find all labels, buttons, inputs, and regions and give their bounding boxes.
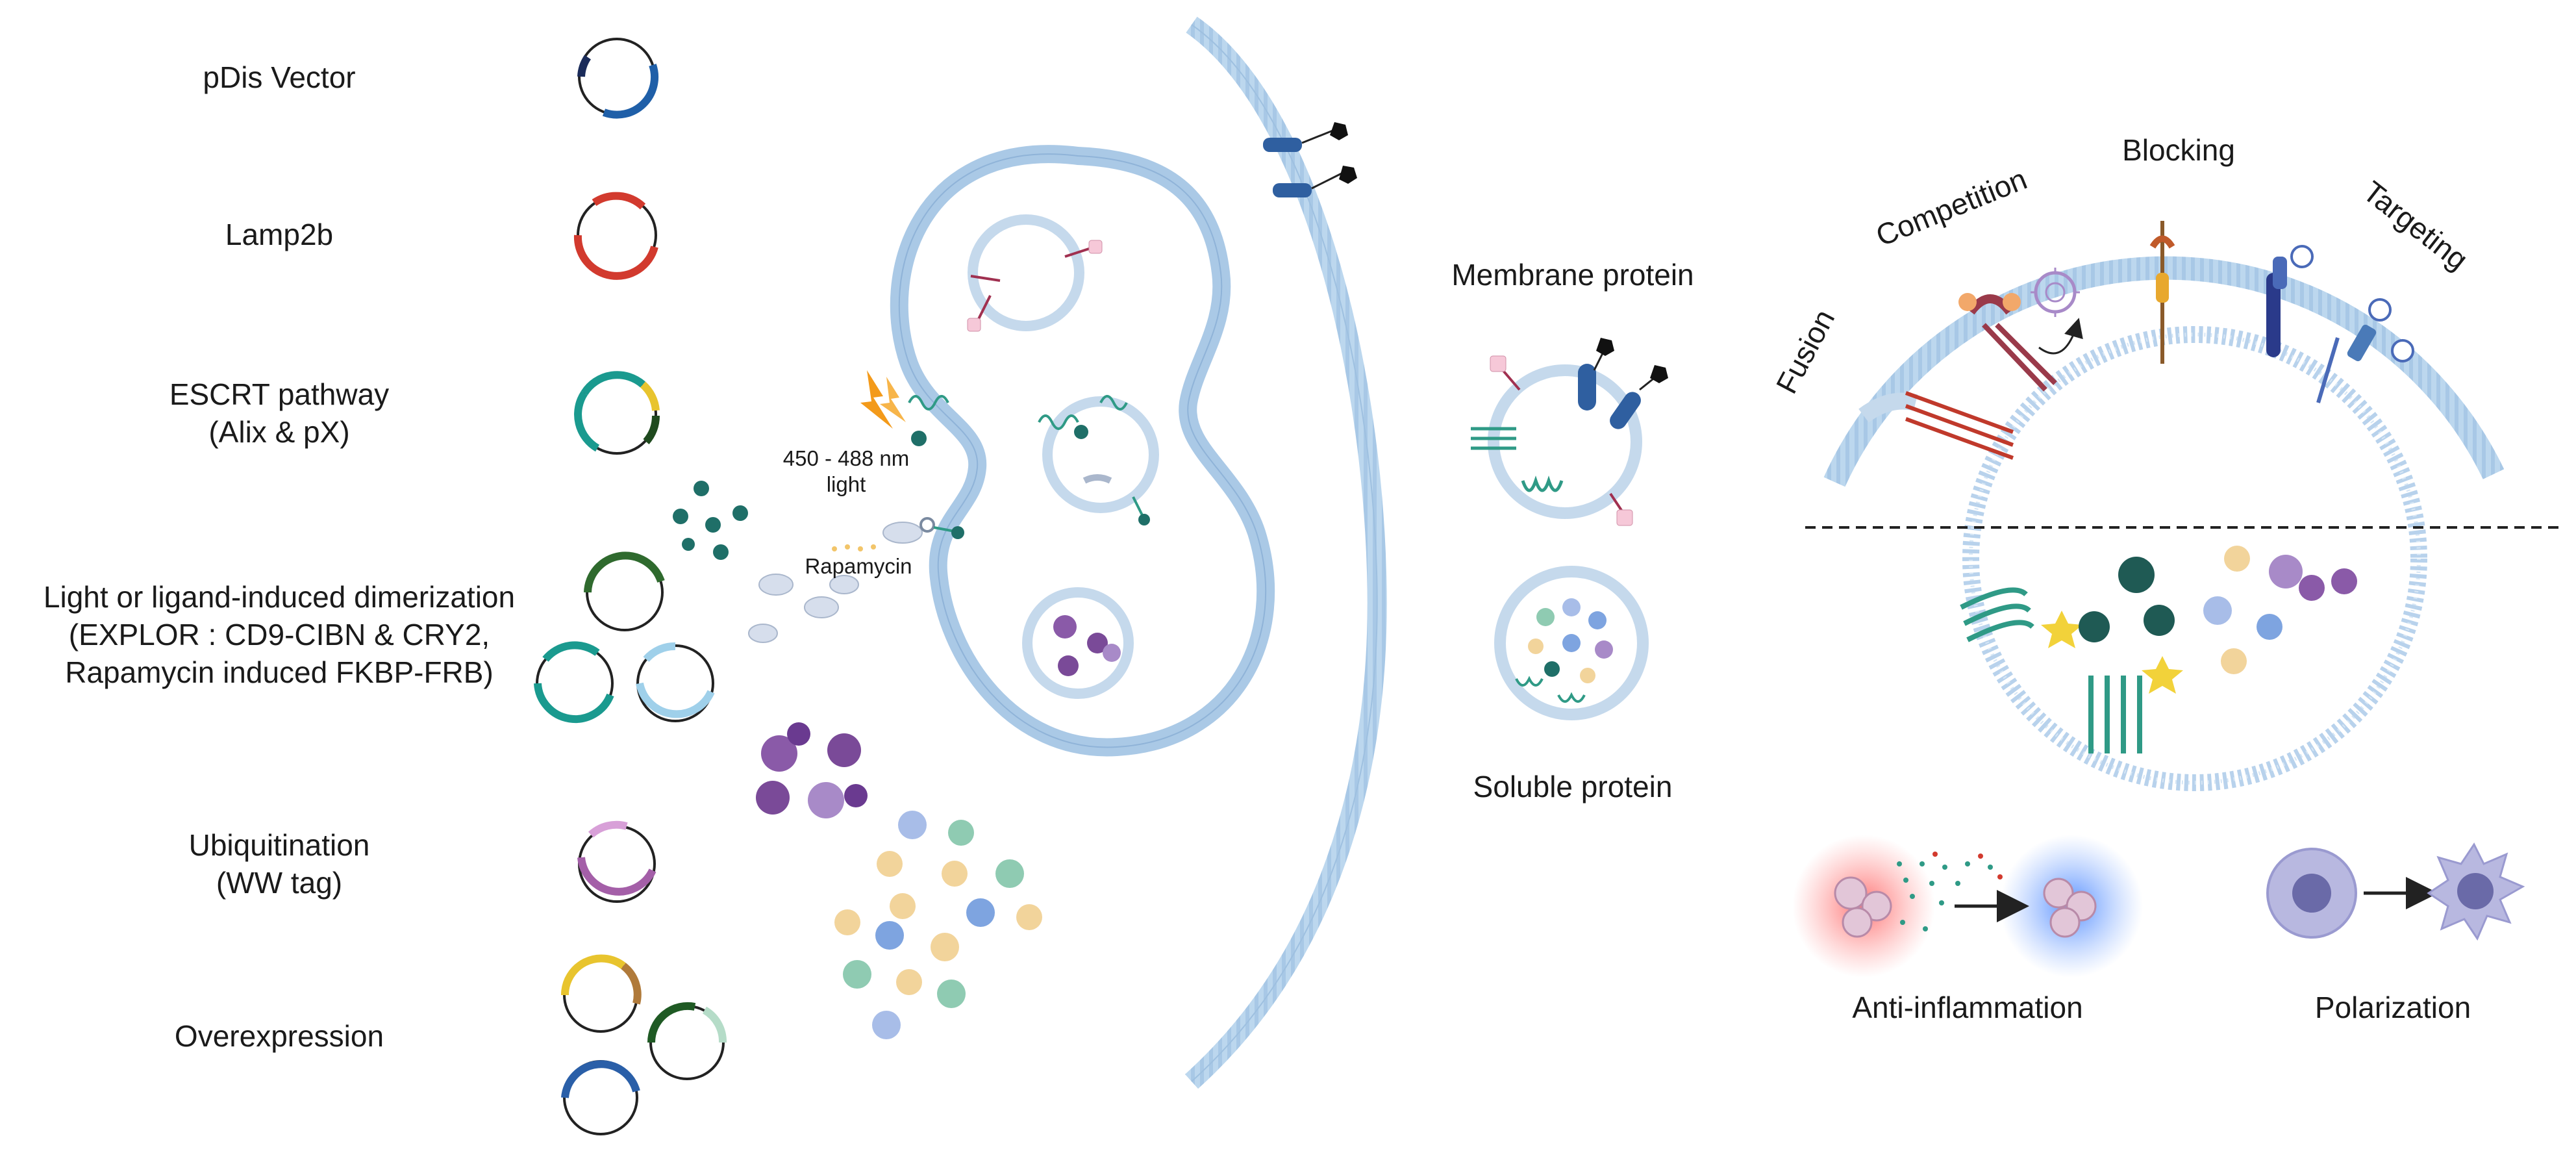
plasmid-overexp-2	[647, 1002, 727, 1080]
label-ubiquitination-1: Ubiquitination	[188, 828, 370, 862]
label-dimerization-2: (EXPLOR : CD9-CIBN & CRY2,	[68, 618, 490, 651]
plasmid-pdis	[577, 38, 659, 119]
label-overexpression: Overexpression	[174, 1019, 384, 1053]
label-lamp2b: Lamp2b	[225, 218, 334, 251]
label-pdis-vector: pDis Vector	[203, 60, 356, 94]
ilv-ubiquitin	[1022, 587, 1134, 699]
targeting-receptors	[2266, 245, 2414, 403]
ev-membrane-cargo	[1960, 587, 2142, 753]
label-escrt-2: (Alix & pX)	[208, 415, 350, 449]
multivesicular-body	[890, 145, 1275, 757]
plasmid-escrt	[574, 371, 660, 455]
free-purple-proteins	[756, 722, 868, 818]
engineered-ev	[1962, 326, 2427, 791]
label-dimerization-1: Light or ligand-induced dimerization	[43, 580, 516, 614]
label-ubiquitination-2: (WW tag)	[216, 866, 343, 900]
free-mixed-proteins	[834, 811, 1042, 1039]
label-anti-inflammation: Anti-inflammation	[1852, 991, 2083, 1024]
ev-star-ligands	[2041, 611, 2183, 694]
plasmid-overexp-1	[560, 954, 642, 1033]
ilv-lamp2b	[967, 214, 1103, 332]
label-light-wavelength: 450 - 488 nm	[782, 446, 910, 470]
light-bolt-icon	[860, 370, 906, 429]
blocking-receptor	[2149, 221, 2175, 364]
plasmid-dimer-right	[636, 642, 715, 722]
plasmid-overexp-3	[561, 1060, 640, 1135]
anti-inflammation-graphic	[1792, 835, 2143, 978]
ilv-dimerization	[1038, 395, 1159, 525]
plasmid-ubiquitination	[577, 820, 657, 903]
plasmid-dimer-top	[584, 551, 665, 631]
virus-icon	[2031, 268, 2083, 355]
label-blocking: Blocking	[2122, 133, 2235, 167]
polarization-graphic	[2266, 842, 2525, 941]
cd9-cibn-complex	[908, 395, 949, 446]
label-polarization: Polarization	[2314, 991, 2471, 1024]
ev-soluble-cargo	[2079, 546, 2357, 674]
plasma-membrane-receptors	[1263, 122, 1357, 197]
label-rapamycin: Rapamycin	[805, 554, 912, 578]
soluble-protein-vesicle	[1494, 566, 1649, 720]
label-escrt-1: ESCRT pathway	[169, 377, 390, 411]
label-dimerization-3: Rapamycin induced FKBP-FRB)	[65, 655, 494, 689]
free-teal-proteins	[673, 481, 748, 560]
plasmid-dimer-left	[534, 641, 614, 724]
plasmid-lamp2b	[573, 192, 658, 280]
fusion-junction	[1858, 391, 2014, 460]
free-pale-proteins	[748, 574, 859, 643]
label-soluble-protein: Soluble protein	[1473, 770, 1673, 803]
label-light: light	[826, 472, 866, 496]
rapamycin-complex	[832, 517, 964, 551]
label-membrane-protein: Membrane protein	[1451, 258, 1694, 292]
membrane-protein-vesicle	[1471, 338, 1668, 526]
competition-receptor	[1958, 293, 2057, 392]
